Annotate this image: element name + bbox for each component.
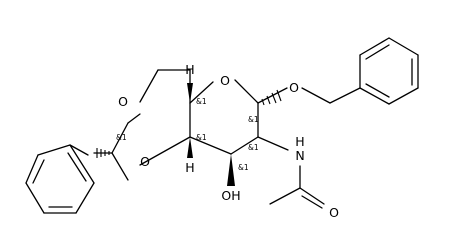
atom-h-on-n: H	[295, 134, 304, 149]
hashed-bond-anomeric	[261, 89, 282, 106]
atom-n: N	[295, 148, 304, 163]
stereo-label-anomeric: &1	[248, 115, 259, 124]
pyranose-ring	[189, 79, 259, 155]
hashed-bond-acetal-phenyl	[96, 148, 110, 158]
stereo-label-c2: &1	[248, 143, 259, 152]
stereo-label-c3: &1	[238, 163, 249, 172]
acetamido-group	[257, 136, 325, 209]
atom-h-c5: H	[185, 62, 194, 77]
atom-o-acetal-top: O	[118, 94, 128, 109]
wedge-bond-h5	[187, 83, 193, 103]
benzyl-group	[257, 37, 419, 105]
wedge-bond-oh	[227, 154, 235, 186]
stereo-label-acetal: &1	[116, 133, 127, 142]
atom-h-c4: H	[185, 160, 194, 175]
stereo-label-c5: &1	[196, 97, 207, 106]
stereo-label-c4: &1	[196, 133, 207, 142]
atom-o-ring: O	[220, 73, 230, 88]
atom-o-acetal-bottom: O	[140, 154, 150, 169]
atom-oh: OH	[221, 188, 240, 203]
phenyl-ring-left	[25, 144, 95, 214]
wedge-bond-h4	[187, 137, 193, 158]
atom-o-anomeric: O	[289, 80, 299, 95]
atom-o-carbonyl: O	[329, 205, 339, 220]
